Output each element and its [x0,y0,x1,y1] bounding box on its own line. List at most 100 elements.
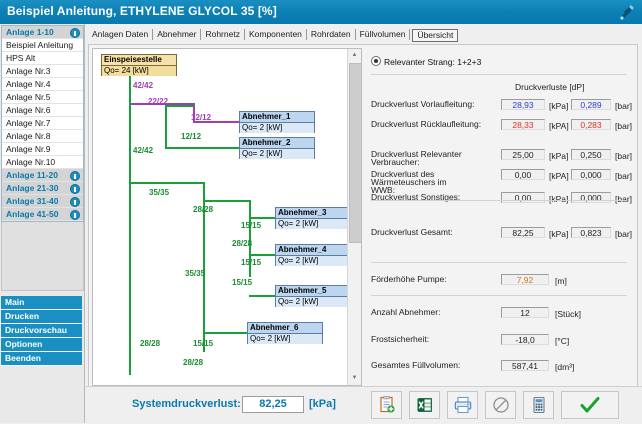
pump-head-value: 7,92 [501,274,549,285]
title-bar: Beispiel Anleitung, ETHYLENE GLYCOL 35 [… [0,0,642,24]
pipe-segment [165,105,167,149]
source-node-value: Qo= 24 [kW] [102,66,176,76]
pipe-segment [249,200,251,277]
pipe-segment [249,217,277,219]
tab-anlagen-daten[interactable]: Anlagen Daten [88,29,154,40]
pressure-loss-row: Druckverlust Relevanter Verbraucher:25,0… [365,148,634,166]
calculator-button[interactable] [523,391,554,419]
pipe-dimension-label: 15/15 [241,258,262,267]
pump-head-unit: [m] [555,276,567,286]
pressure-loss-row: Druckverlust Sonstiges:0,00[kPa]0,000[ba… [365,191,634,205]
tree-item-0[interactable]: Anlage 1-10 [2,26,83,39]
tree-item-label: Anlage 21-30 [6,183,59,193]
bar-value-field: 0,283 [571,119,611,130]
tree-item-4[interactable]: Anlage Nr.4 [2,78,83,91]
bar-unit: [bar] [615,194,633,204]
diagram-canvas: Einspeisestelle Qo= 24 [kW] Abnehmer_1 Q… [93,49,351,385]
pipe-segment [165,105,195,107]
consumer-node[interactable]: Abnehmer_4 Qo= 2 [kW] [275,244,351,266]
cancel-button[interactable] [485,391,516,419]
tree-item-13[interactable]: Anlage 31-40 [2,195,83,208]
tab-abnehmer[interactable]: Abnehmer [153,29,202,40]
info-icon[interactable] [70,171,80,181]
kpa-unit: [kPa] [549,194,569,204]
pipe-segment [203,332,249,334]
pipe-segment [165,147,241,149]
menu-button-optionen[interactable]: Optionen [1,338,82,352]
tab-komponenten[interactable]: Komponenten [245,29,307,40]
radio-icon[interactable] [371,56,381,66]
tree-item-6[interactable]: Anlage Nr.6 [2,104,83,117]
menu-button-drucken[interactable]: Drucken [1,310,82,324]
scroll-up-icon[interactable]: ▲ [348,49,361,62]
summary-label: Frostsicherheit: [371,334,430,344]
tab-rohrnetz[interactable]: Rohrnetz [201,29,245,40]
tree-item-12[interactable]: Anlage 21-30 [2,182,83,195]
bar-value-field: 0,000 [571,192,611,203]
confirm-button[interactable] [561,391,619,419]
info-icon[interactable] [70,197,80,207]
tree-item-11[interactable]: Anlage 11-20 [2,169,83,182]
consumer-node[interactable]: Abnehmer_3 Qo= 2 [kW] [275,207,351,229]
tree-item-5[interactable]: Anlage Nr.5 [2,91,83,104]
tree-item-1[interactable]: Beispiel Anleitung [2,39,83,52]
pipe-segment [249,254,277,256]
tree-item-3[interactable]: Anlage Nr.3 [2,65,83,78]
tree-item-14[interactable]: Anlage 41-50 [2,208,83,221]
info-icon[interactable] [70,28,80,38]
tab--bersicht[interactable]: Übersicht [412,29,459,42]
scroll-down-icon[interactable]: ▼ [348,372,361,385]
window-title: Beispiel Anleitung, ETHYLENE GLYCOL 35 [… [7,4,277,18]
kpa-unit: [kPa] [549,101,569,111]
consumer-node[interactable]: Abnehmer_2 Qo= 2 [kW] [239,137,315,159]
export-excel-button[interactable] [409,391,440,419]
tab-f-llvolumen[interactable]: Füllvolumen [356,29,411,40]
consumer-node-name: Abnehmer_2 [240,138,314,149]
tree-item-9[interactable]: Anlage Nr.9 [2,143,83,156]
pipe-dimension-label: 35/35 [185,269,206,278]
info-icon[interactable] [70,184,80,194]
menu-button-beenden[interactable]: Beenden [1,352,82,366]
excel-icon [417,398,432,412]
pipe-dimension-label: 28/28 [232,239,253,248]
menu-button-main[interactable]: Main [1,296,82,310]
scrollbar-thumb[interactable] [349,63,361,243]
pipe-dimension-label: 12/12 [181,132,202,141]
divider [371,200,627,201]
consumer-node-name: Abnehmer_5 [276,286,350,297]
summary-value-field: 12 [501,307,549,318]
tree-item-label: Anlage Nr.6 [6,105,51,115]
tab-rohrdaten[interactable]: Rohrdaten [307,29,356,40]
consumer-node[interactable]: Abnehmer_1 Qo= 2 [kW] [239,111,315,133]
print-button[interactable] [447,391,478,419]
sidebar-filler [1,222,84,291]
no-entry-icon [492,397,509,413]
info-icon[interactable] [70,210,80,220]
pipe-dimension-label: 42/42 [133,81,154,90]
tree-item-10[interactable]: Anlage Nr.10 [2,156,83,169]
tree-item-label: HPS Alt [6,53,36,63]
new-document-button[interactable] [371,391,402,419]
row-label-line1: Druckverlust Gesamt: [371,227,453,237]
pipe-dimension-label: 22/22 [148,97,169,106]
bar-value-field: 0,000 [571,169,611,180]
tree-item-label: Anlage 41-50 [6,209,59,219]
consumer-node-value: Qo= 2 [kW] [276,256,350,266]
relevant-strand-option[interactable]: Relevanter Strang: 1+2+3 [371,56,481,67]
consumer-node[interactable]: Abnehmer_5 Qo= 2 [kW] [275,285,351,307]
tree-item-8[interactable]: Anlage Nr.8 [2,130,83,143]
row-label-line1: Druckverlust Sonstiges: [371,192,461,202]
consumer-node[interactable]: Abnehmer_6 Qo= 2 [kW] [247,322,323,344]
pressure-loss-row: Druckverlust Rücklaufleitung:28,33[kPA]0… [365,118,634,132]
tree-item-7[interactable]: Anlage Nr.7 [2,117,83,130]
source-node[interactable]: Einspeisestelle Qo= 24 [kW] [101,54,177,76]
consumer-node-value: Qo= 2 [kW] [240,123,314,133]
consumer-node-value: Qo= 2 [kW] [276,219,350,229]
tree-item-2[interactable]: HPS Alt [2,52,83,65]
network-diagram[interactable]: Einspeisestelle Qo= 24 [kW] Abnehmer_1 Q… [92,48,362,386]
diagram-vertical-scrollbar[interactable]: ▲ ▼ [347,49,361,385]
menu-button-druckvorschau[interactable]: Druckvorschau [1,324,82,338]
